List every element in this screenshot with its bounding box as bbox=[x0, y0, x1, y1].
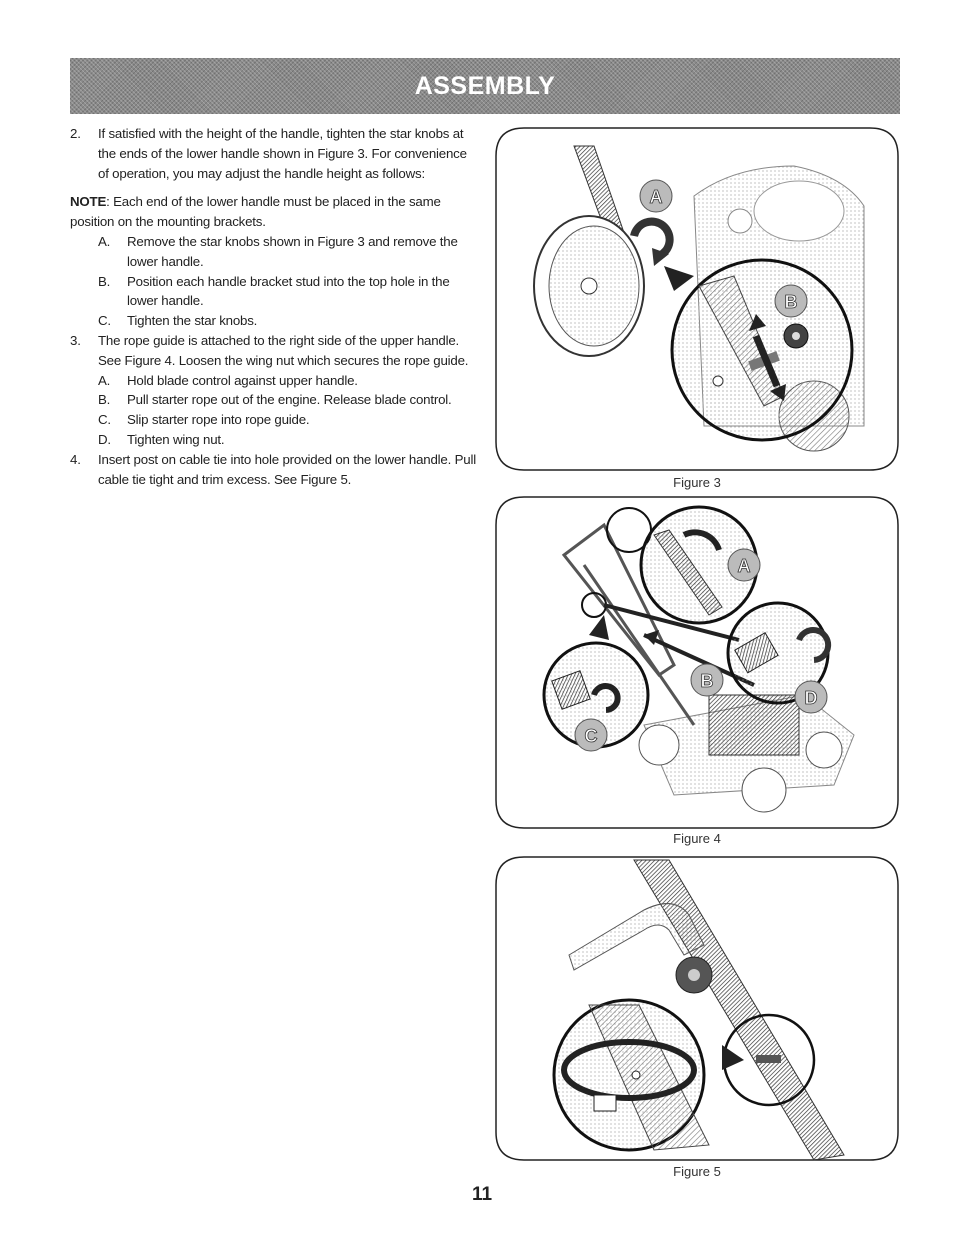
step-text: If satisfied with the height of the hand… bbox=[98, 126, 467, 181]
step-number: 3. bbox=[70, 332, 81, 348]
section-title: ASSEMBLY bbox=[414, 71, 556, 100]
section-banner: ASSEMBLY bbox=[70, 58, 900, 114]
note-text: : Each end of the lower handle must be p… bbox=[70, 194, 441, 230]
callout-d: D bbox=[805, 688, 818, 708]
substep-letter: C. bbox=[98, 313, 111, 329]
substep-2b: B. Position each handle bracket stud int… bbox=[98, 272, 480, 312]
substep-3b: B. Pull starter rope out of the engine. … bbox=[98, 390, 480, 410]
substep-letter: D. bbox=[98, 431, 111, 447]
substep-3a: A. Hold blade control against upper hand… bbox=[98, 371, 480, 391]
step-3: 3. The rope guide is attached to the rig… bbox=[70, 331, 480, 371]
callout-b: B bbox=[701, 671, 714, 691]
figure-5 bbox=[494, 855, 900, 1162]
figure-5-illustration bbox=[495, 856, 899, 1161]
figure-4-illustration: A B C D bbox=[495, 496, 899, 829]
step-2: 2. If satisfied with the height of the h… bbox=[70, 124, 480, 183]
substep-2c: C. Tighten the star knobs. bbox=[98, 311, 480, 331]
callout-a: A bbox=[650, 187, 663, 207]
step-4: 4. Insert post on cable tie into hole pr… bbox=[70, 450, 480, 490]
substep-3c: C. Slip starter rope into rope guide. bbox=[98, 410, 480, 430]
substep-3d: D. Tighten wing nut. bbox=[98, 430, 480, 450]
figure-4: A B C D bbox=[494, 495, 900, 830]
step-number: 4. bbox=[70, 451, 81, 467]
callout-b: B bbox=[785, 292, 798, 312]
substep-text: Remove the star knobs shown in Figure 3 … bbox=[127, 233, 458, 269]
page-number: 11 bbox=[471, 1184, 493, 1205]
step-text: The rope guide is attached to the right … bbox=[98, 332, 469, 368]
substep-2a: A. Remove the star knobs shown in Figure… bbox=[98, 232, 480, 272]
figure-3: A B bbox=[494, 126, 900, 472]
figure-4-caption: Figure 4 bbox=[673, 831, 721, 846]
step-text: Insert post on cable tie into hole provi… bbox=[98, 451, 476, 487]
substep-letter: A. bbox=[98, 372, 111, 388]
substep-text: Slip starter rope into rope guide. bbox=[127, 412, 310, 428]
substep-text: Tighten wing nut. bbox=[127, 431, 225, 447]
substep-letter: B. bbox=[98, 392, 111, 408]
substep-text: Tighten the star knobs. bbox=[127, 313, 258, 329]
figure-3-illustration: A B bbox=[495, 127, 899, 471]
note-label: NOTE bbox=[70, 194, 107, 210]
note: NOTE: Each end of the lower handle must … bbox=[70, 192, 480, 232]
substep-text: Position each handle bracket stud into t… bbox=[127, 273, 450, 309]
instructions: 2. If satisfied with the height of the h… bbox=[70, 124, 480, 489]
figure-3-caption: Figure 3 bbox=[673, 475, 721, 490]
substep-text: Pull starter rope out of the engine. Rel… bbox=[127, 392, 452, 408]
substep-letter: B. bbox=[98, 273, 111, 289]
step-number: 2. bbox=[70, 126, 81, 141]
substep-letter: A. bbox=[98, 233, 111, 249]
callout-c: C bbox=[585, 726, 598, 746]
figure-5-caption: Figure 5 bbox=[673, 1164, 721, 1179]
figure-frame bbox=[495, 856, 899, 1161]
substep-letter: C. bbox=[98, 412, 111, 428]
callout-a: A bbox=[738, 556, 751, 576]
substep-text: Hold blade control against upper handle. bbox=[127, 372, 358, 388]
